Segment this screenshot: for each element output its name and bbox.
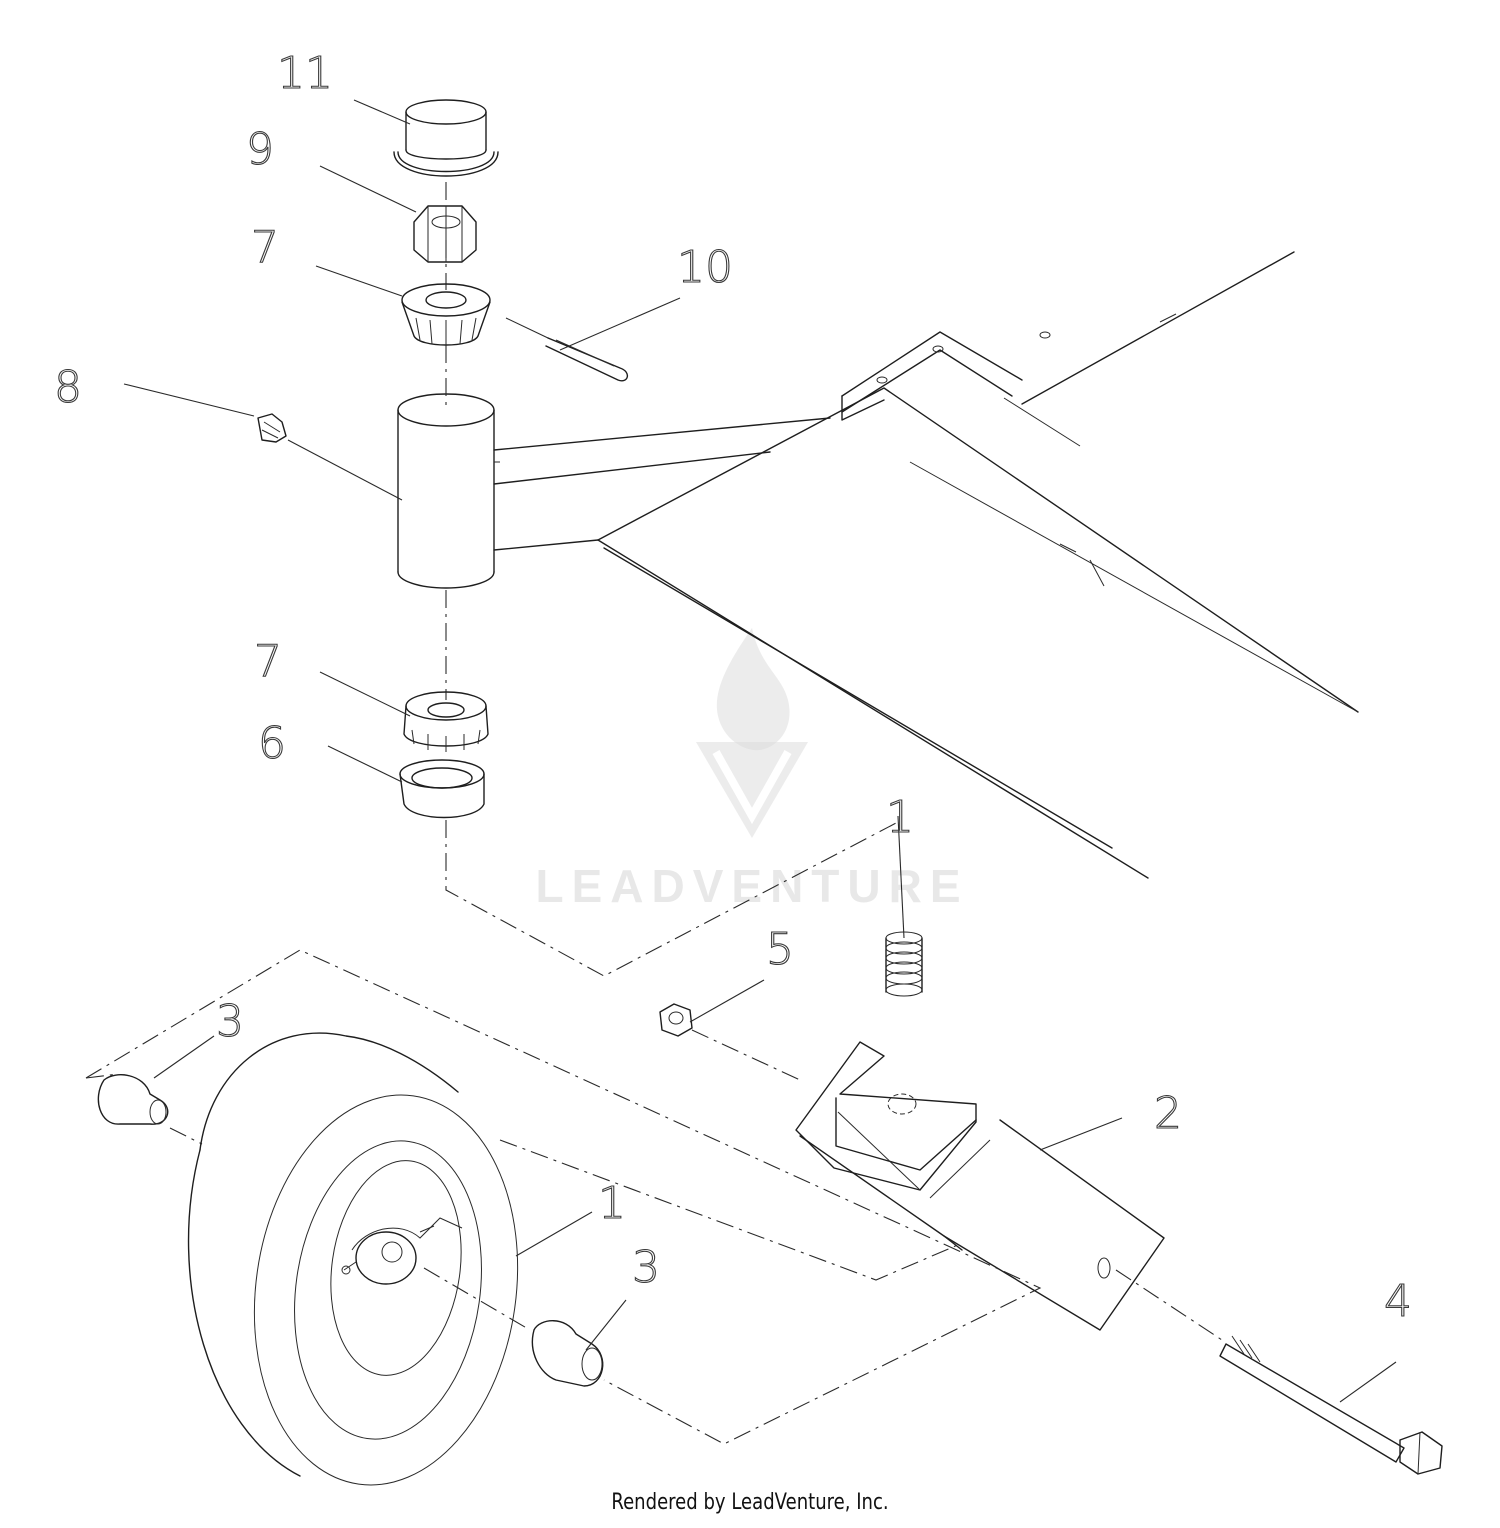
cotter-pin-part-10 (545, 337, 628, 382)
caster-pivot-tube (397, 393, 831, 589)
callout-5: 5 (766, 924, 794, 975)
bearing-cone-lower-part-7 (403, 691, 489, 752)
watermark-text: LEADVENTURE (535, 860, 968, 912)
bearing-cup-part-6 (399, 759, 485, 819)
castle-nut-part-9 (413, 205, 477, 263)
callout-10: 10 (677, 242, 733, 293)
footer-credit: Rendered by LeadVenture, Inc. (611, 1490, 889, 1515)
leader-lines (123, 99, 1397, 1403)
callout-7-lower: 7 (254, 636, 282, 687)
callout-2: 2 (1154, 1088, 1182, 1139)
bushing-upper-part-3 (97, 1074, 169, 1125)
callout-9: 9 (246, 124, 274, 175)
caster-fork-part-2 (795, 1041, 1165, 1331)
grease-fitting-part-8 (257, 413, 287, 443)
leadventure-watermark-logo (696, 628, 808, 838)
bushing-lower-part-3 (531, 1320, 604, 1387)
callout-6: 6 (258, 718, 286, 769)
callout-8: 8 (54, 362, 82, 413)
callout-1-spring: 1 (886, 792, 914, 843)
hex-nut-part-5 (659, 1003, 693, 1037)
wheel-part-1 (187, 1032, 519, 1486)
dust-cap-part-11 (393, 99, 499, 177)
callout-7-upper: 7 (251, 222, 279, 273)
callout-4: 4 (1384, 1276, 1412, 1327)
callout-labels: 11 9 7 10 8 7 6 5 1 3 2 1 3 4 (53, 47, 1412, 1327)
callout-3-upper: 3 (216, 996, 244, 1047)
axle-bolt-part-4 (1219, 1335, 1443, 1475)
spring (885, 931, 923, 997)
callout-3-lower: 3 (632, 1242, 660, 1293)
mower-deck-frame (597, 251, 1359, 879)
bearing-cone-upper-part-7 (401, 283, 491, 346)
callout-1-wheel: 1 (598, 1178, 626, 1229)
callout-11: 11 (277, 48, 333, 99)
